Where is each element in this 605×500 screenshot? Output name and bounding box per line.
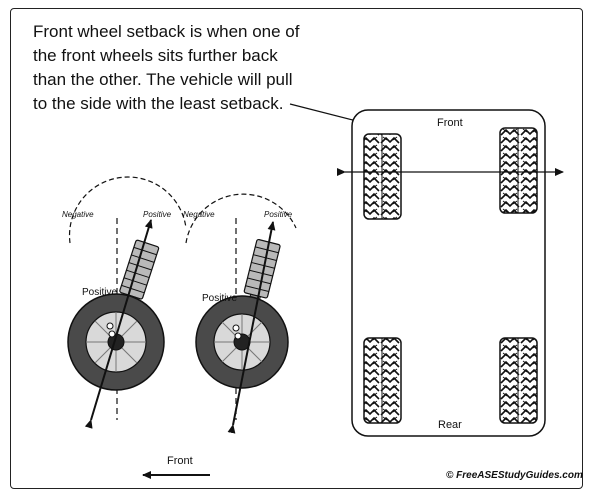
left-negative-label: Negative — [62, 210, 94, 219]
caption-line-3: than the other. The vehicle will pull — [33, 70, 293, 89]
caption-line-2: the front wheels sits further back — [33, 46, 278, 65]
direction-front-label: Front — [167, 455, 193, 467]
right-camber-angle-label: Positive — [202, 293, 238, 304]
tire-front-left — [363, 133, 402, 220]
vehicle-front-label: Front — [437, 117, 463, 129]
caption-line-1: Front wheel setback is when one of — [33, 22, 300, 41]
left-positive-label: Positive — [143, 210, 172, 219]
vehicle-rear-label: Rear — [438, 419, 462, 431]
caption-line-4: to the side with the least setback. — [33, 94, 284, 113]
right-negative-label: Negative — [183, 210, 215, 219]
right-positive-label: Positive — [264, 210, 293, 219]
camber-wheel-right — [185, 193, 297, 434]
tire-rear-right — [499, 337, 538, 424]
tire-rear-left — [363, 337, 402, 424]
left-camber-angle-label: Positive — [82, 287, 118, 298]
setback-caption: Front wheel setback is when one of the f… — [33, 20, 333, 116]
tire-front-right — [499, 127, 538, 214]
camber-wheel-left — [67, 176, 187, 429]
copyright-credit: © FreeASEStudyGuides.com — [446, 470, 583, 481]
